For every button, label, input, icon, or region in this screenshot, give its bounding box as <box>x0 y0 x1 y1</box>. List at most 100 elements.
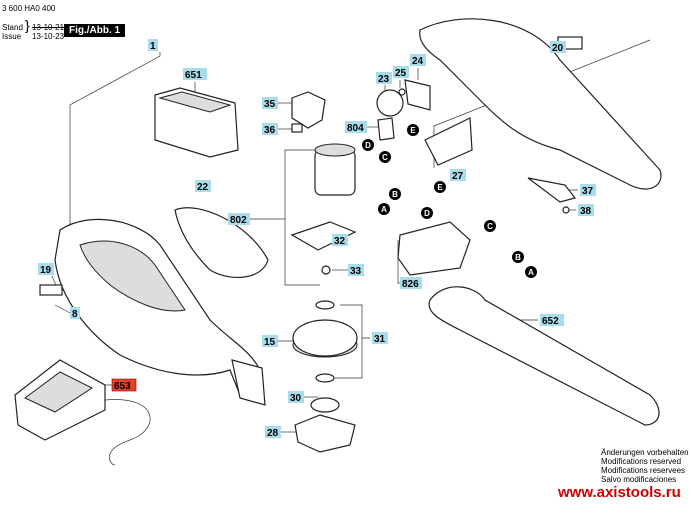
motor-plate <box>290 221 357 251</box>
led-board <box>404 79 431 111</box>
label-plate-8 <box>39 284 63 296</box>
svg-text:30: 30 <box>290 393 302 404</box>
connector-b-2: B <box>512 251 524 263</box>
svg-text:23: 23 <box>378 74 390 85</box>
switch-part <box>291 91 326 129</box>
label-32: 32 <box>332 234 348 247</box>
label-826: 826 <box>400 277 422 290</box>
svg-text:31: 31 <box>374 334 386 345</box>
spring <box>291 123 303 133</box>
label-27: 27 <box>450 169 466 182</box>
lock-key <box>527 177 577 203</box>
fan-housing <box>294 414 356 453</box>
bushing <box>310 397 340 413</box>
label-23: 23 <box>376 72 392 85</box>
svg-text:A: A <box>528 268 534 277</box>
charger <box>14 359 151 466</box>
website-link[interactable]: www.axistools.ru <box>558 484 681 501</box>
connector-c-2: C <box>484 220 496 232</box>
label-1: 1 <box>148 39 158 52</box>
label-24: 24 <box>410 54 426 67</box>
label-35: 35 <box>262 97 278 110</box>
label-19: 19 <box>38 263 54 276</box>
connector-a-1: A <box>378 203 390 215</box>
blower-tube <box>428 286 660 426</box>
connector-c-1: C <box>379 151 391 163</box>
label-22: 22 <box>195 180 211 193</box>
connector-e-2: E <box>434 181 446 193</box>
switch-module <box>377 117 395 141</box>
label-37: 37 <box>580 184 596 197</box>
svg-text:28: 28 <box>267 428 279 439</box>
gear <box>376 89 404 117</box>
svg-text:8: 8 <box>72 309 78 320</box>
figure-label: Fig./Abb. 1 <box>64 24 126 37</box>
cover <box>174 207 269 278</box>
screw <box>321 265 331 275</box>
label-652: 652 <box>540 314 564 327</box>
issue-label: Issue <box>2 32 22 41</box>
svg-text:27: 27 <box>452 171 464 182</box>
label-651: 651 <box>183 68 207 81</box>
label-802: 802 <box>228 213 250 226</box>
svg-text:33: 33 <box>350 266 362 277</box>
svg-text:D: D <box>365 141 371 150</box>
svg-text:B: B <box>515 253 521 262</box>
issue-date: 13-10-23 <box>32 32 65 41</box>
svg-text:E: E <box>437 183 443 192</box>
note-fr: Modifications reservees <box>601 466 686 475</box>
svg-text:826: 826 <box>402 279 419 290</box>
svg-text:25: 25 <box>395 68 407 79</box>
svg-text:38: 38 <box>580 206 592 217</box>
svg-text:1: 1 <box>150 41 156 52</box>
screw-small <box>398 88 406 96</box>
label-31: 31 <box>372 332 388 345</box>
label-15: 15 <box>262 335 278 348</box>
label-38: 38 <box>578 204 594 217</box>
connector-d-1: D <box>362 139 374 151</box>
note-en: Modifications reserved <box>601 457 682 466</box>
motor <box>314 143 356 196</box>
fan-impeller <box>292 319 358 358</box>
label-36: 36 <box>262 123 278 136</box>
svg-text:652: 652 <box>542 316 559 327</box>
svg-text:19: 19 <box>40 265 52 276</box>
battery-pack <box>154 87 239 158</box>
svg-text:35: 35 <box>264 99 276 110</box>
housing-half-right <box>419 18 662 190</box>
connector-a-2: A <box>525 266 537 278</box>
svg-text:15: 15 <box>264 337 276 348</box>
modification-notes: Änderungen vorbehalten Modifications res… <box>601 448 689 484</box>
label-25: 25 <box>393 66 409 79</box>
connector-e-1: E <box>407 124 419 136</box>
svg-text:A: A <box>381 205 387 214</box>
nozzle-part <box>424 117 473 166</box>
label-30: 30 <box>288 391 304 404</box>
label-8: 8 <box>70 307 80 320</box>
label-653: 653 <box>111 378 137 392</box>
label-20: 20 <box>550 41 566 54</box>
svg-text:24: 24 <box>412 56 424 67</box>
part-labels: 1 651 35 36 22 802 32 33 19 8 15 31 30 2… <box>38 39 596 439</box>
nut <box>315 373 335 383</box>
svg-text:651: 651 <box>185 70 202 81</box>
leader-lines <box>51 39 651 433</box>
svg-text:B: B <box>392 190 398 199</box>
svg-text:D: D <box>424 209 430 218</box>
connector-markers: D C E B A E D C B A <box>362 124 537 278</box>
svg-text:20: 20 <box>552 43 564 54</box>
svg-text:36: 36 <box>264 125 276 136</box>
connector-b-1: B <box>389 188 401 200</box>
electronics-module <box>397 221 471 276</box>
brace: } <box>25 17 30 33</box>
part-number: 3 600 HA0 400 <box>2 4 56 13</box>
svg-text:804: 804 <box>347 123 364 134</box>
stand-label: Stand <box>2 23 23 32</box>
svg-text:C: C <box>382 153 388 162</box>
stand-date: 13-10-21 <box>32 23 65 32</box>
svg-text:22: 22 <box>197 182 209 193</box>
svg-text:C: C <box>487 222 493 231</box>
label-804: 804 <box>345 121 367 134</box>
label-33: 33 <box>348 264 364 277</box>
